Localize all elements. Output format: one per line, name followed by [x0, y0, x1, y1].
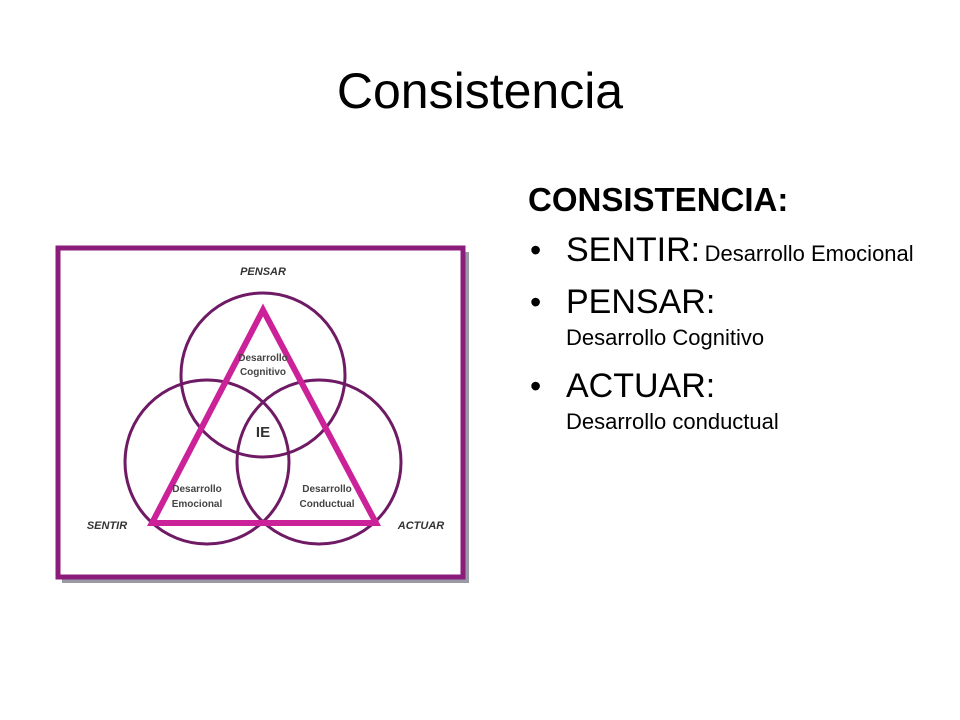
circle-pensar [179, 291, 347, 459]
label-actuar: ACTUAR [397, 520, 444, 532]
consistency-diagram: PENSAR SENTIR ACTUAR Desarrollo Cognitiv… [55, 245, 471, 585]
diagram-svg: PENSAR SENTIR ACTUAR Desarrollo Cognitiv… [55, 245, 469, 583]
label-pensar: PENSAR [240, 266, 286, 278]
bullet-description: Desarrollo Cognitivo [566, 325, 765, 350]
bullet-term: ACTUAR: [566, 367, 716, 405]
bullet-description: Desarrollo Emocional [704, 241, 914, 266]
label-sentir: SENTIR [87, 520, 127, 532]
bullet-term: PENSAR: [566, 283, 716, 321]
label-conductual-line2: Conductual [300, 499, 355, 510]
section-heading: CONSISTENCIA: [528, 181, 789, 218]
label-emocional-line1: Desarrollo [172, 484, 221, 495]
circle-actuar [235, 378, 403, 546]
bullet-list: SENTIR: Desarrollo Emocional PENSAR: Des… [528, 230, 928, 438]
slide-title: Consistencia [336, 63, 624, 119]
circle-sentir [123, 378, 291, 546]
label-center-ie: IE [256, 424, 270, 441]
label-cognitivo-line2: Cognitivo [240, 367, 286, 378]
list-item: ACTUAR: Desarrollo conductual [528, 366, 928, 438]
label-emocional-line2: Emocional [172, 499, 223, 510]
text-panel: CONSISTENCIA: SENTIR: Desarrollo Emocion… [528, 178, 928, 450]
label-conductual-line1: Desarrollo [302, 484, 351, 495]
bullet-description: Desarrollo conductual [566, 409, 779, 434]
triangle [147, 303, 381, 526]
label-cognitivo-line1: Desarrollo [238, 353, 287, 364]
list-item: SENTIR: Desarrollo Emocional [528, 230, 928, 270]
list-item: PENSAR: Desarrollo Cognitivo [528, 282, 928, 354]
bullet-term: SENTIR: [566, 231, 701, 269]
